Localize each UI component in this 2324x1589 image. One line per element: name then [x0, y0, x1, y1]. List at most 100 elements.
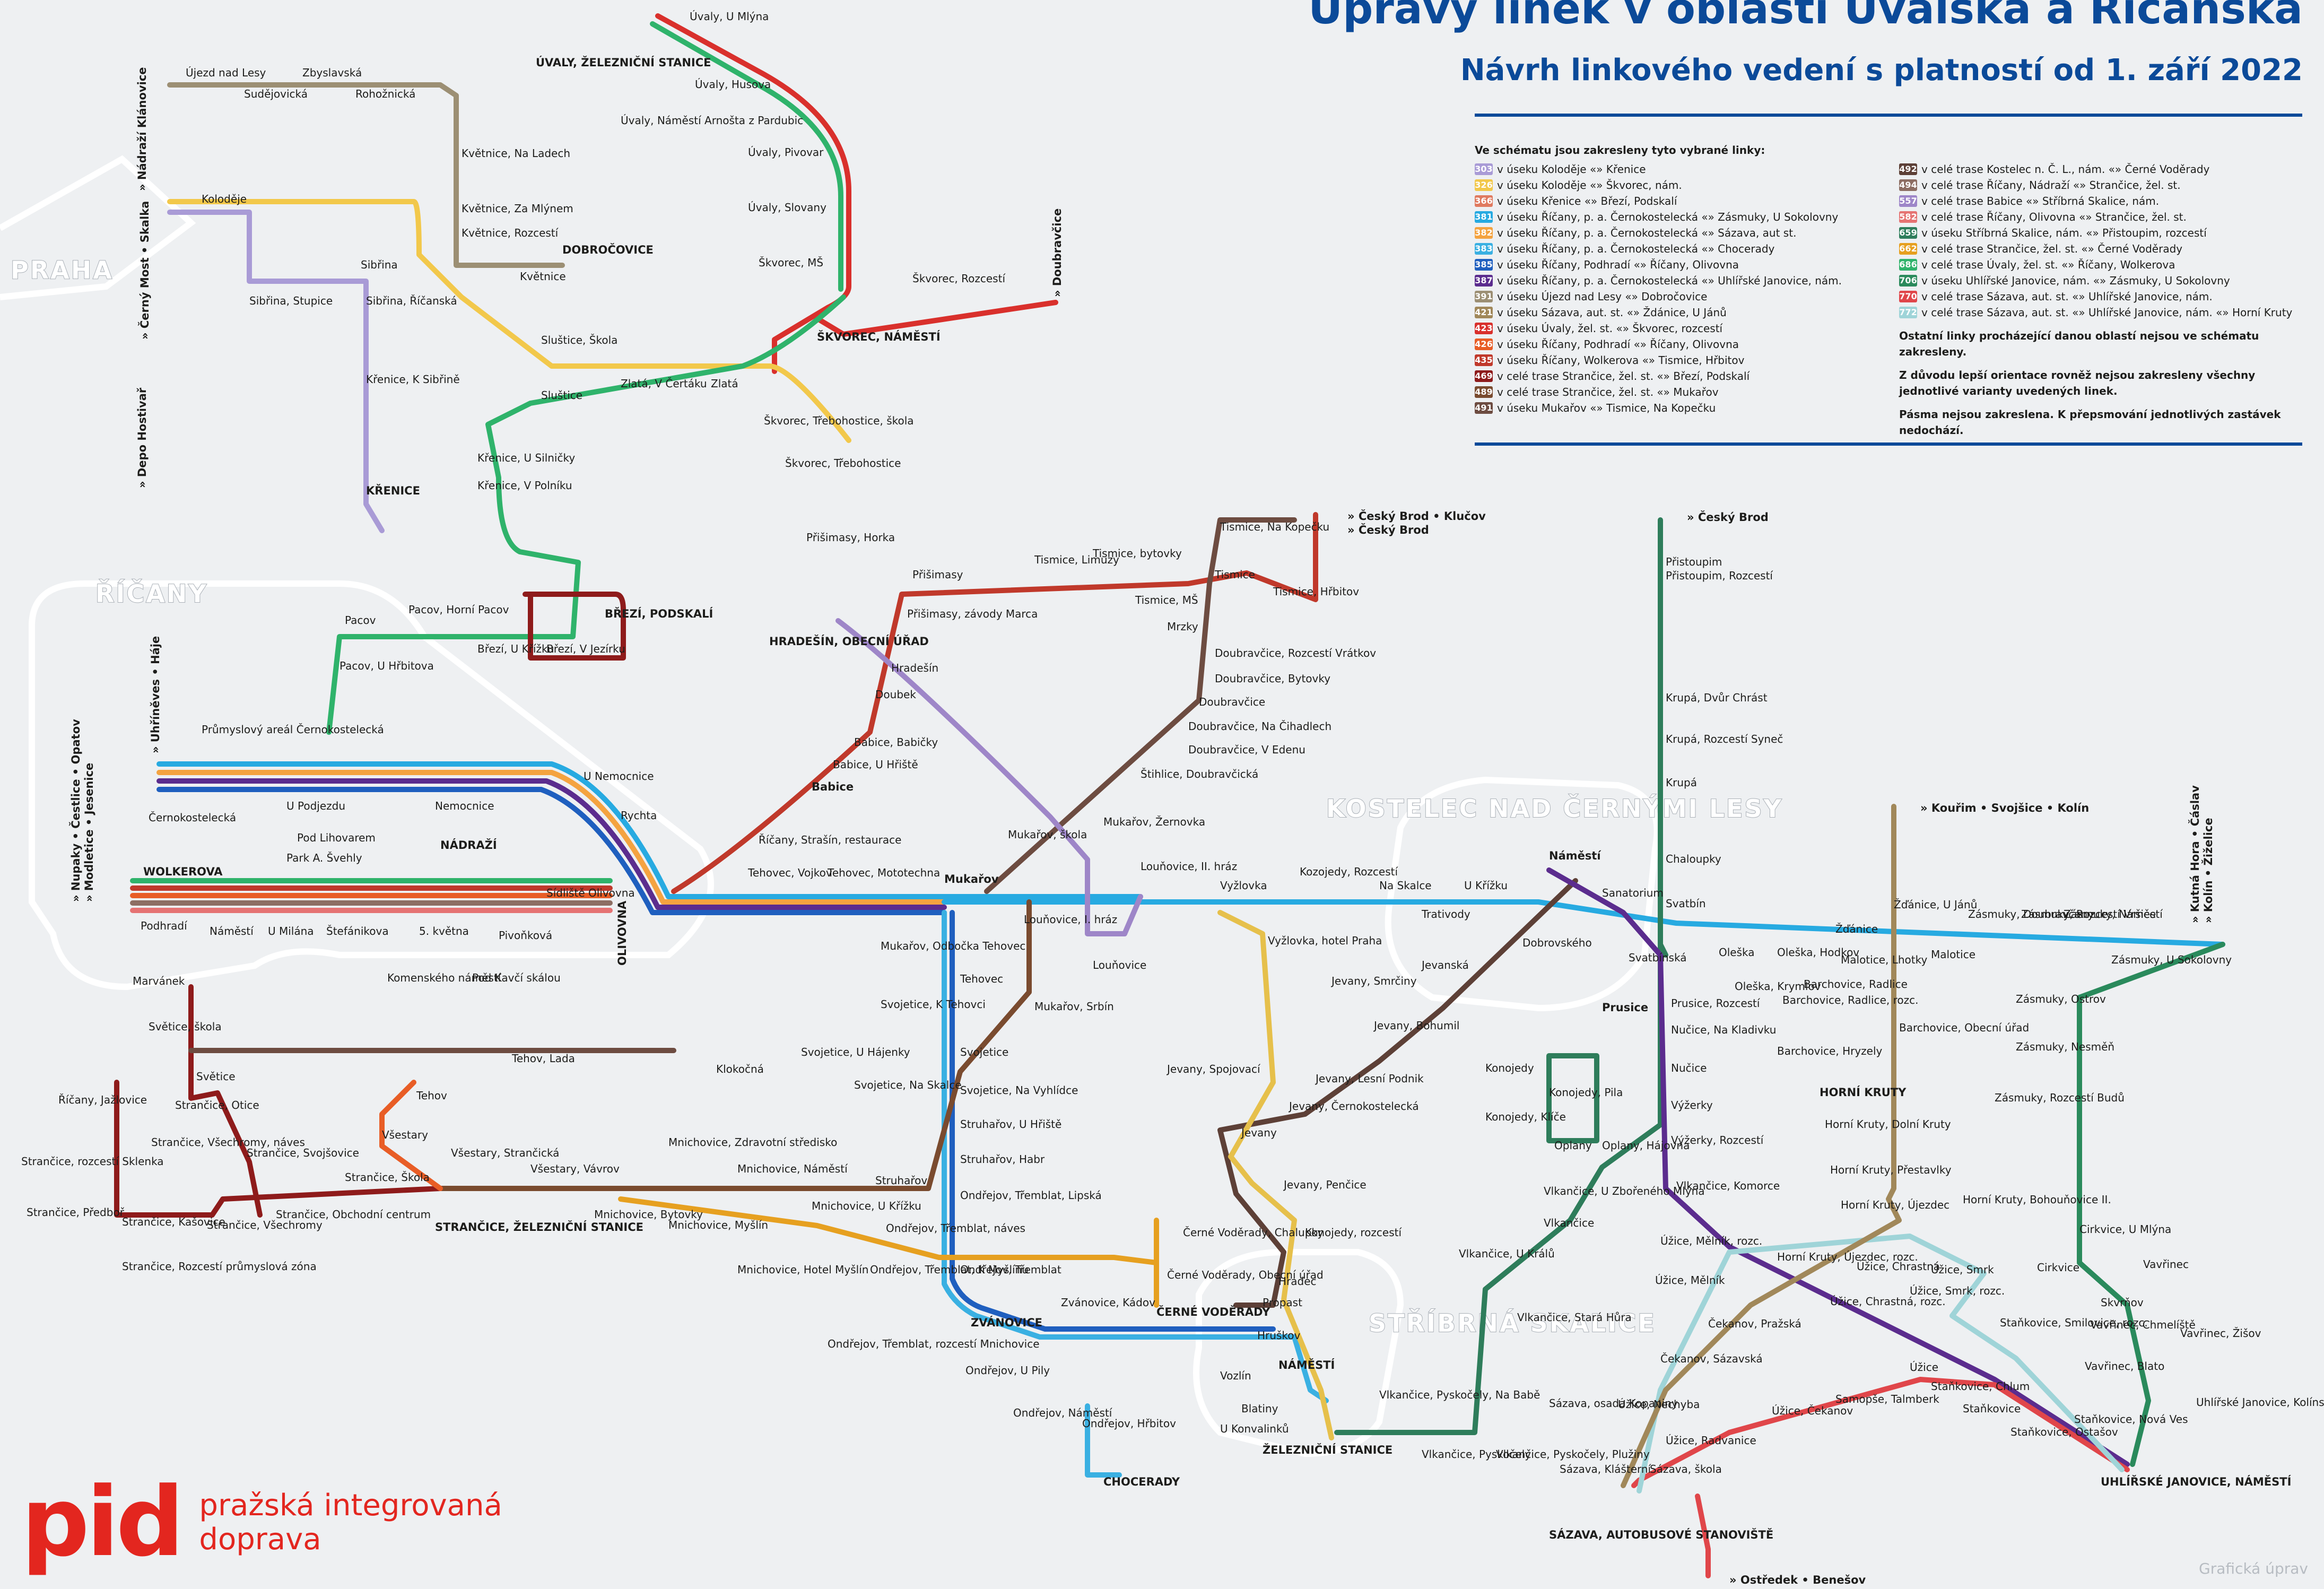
line-badge: 387 [1475, 275, 1493, 286]
route-686-uvaly [650, 21, 843, 292]
stop-label: Hruškov [1257, 1329, 1300, 1342]
stop-label: Strančice, Rozcestí průmyslová zóna [122, 1260, 317, 1273]
stop-label: Mrzky [1167, 620, 1198, 633]
stop-label: Sanatorium [1602, 887, 1664, 899]
stop-label: Tismice, bytovky [1092, 547, 1182, 560]
stop-label: Úžice, Smrk, rozc. [1910, 1284, 2005, 1297]
stop-label: Rohožnická [355, 88, 415, 100]
stop-label: Zásmuky, Rozcestí Budů [1995, 1091, 2125, 1104]
stop-label: Ondřejov, Třemblat, K Myšlínu [870, 1263, 1029, 1276]
stop-label: Žďánice, U Jánů [1894, 898, 1977, 911]
stop-label: Zásmuky, Doubravčany [1968, 908, 2094, 921]
line-badge: 772 [1899, 307, 1917, 318]
stop-label: Barchovice, Radlice [1804, 978, 1908, 991]
stop-label: Ondřejov, Hřbitov [1082, 1417, 1176, 1430]
stop-label: Doubek [875, 688, 916, 701]
stop-label: Jevany, Smrčiny [1330, 975, 1417, 987]
stop-label: Oleška, Krymlov [1735, 980, 1821, 993]
stop-label: Konojedy [1485, 1062, 1534, 1074]
stop-label: Mnichovice, Zdravotní středisko [668, 1136, 837, 1149]
stop-label: Přistoupim, Rozcestí [1666, 569, 1773, 582]
stop-label: Jevany, Černokostelecká [1288, 1100, 1419, 1113]
stop-label: Ondřejov, Třemblat, rozcestí Mnichovice [828, 1338, 1040, 1350]
stop-label: ŠKVOREC, NÁMĚSTÍ [817, 330, 941, 343]
stop-label: Mnichovice, Náměstí [737, 1162, 848, 1175]
stop-label: Strančice, Obchodní centrum [276, 1208, 431, 1221]
stop-label: Hradešín [891, 662, 938, 674]
stop-label: Výžerky [1671, 1099, 1713, 1112]
stop-label: Louňovice, II. hráz [1141, 860, 1237, 873]
stop-label: Žďánice [1835, 923, 1878, 935]
stop-label: Vlkančice, Stará Hůra [1517, 1311, 1632, 1324]
header-divider [1475, 114, 2302, 117]
pid-logo: pid pražská integrovaná doprava [21, 1475, 502, 1570]
stop-label: Krupá [1666, 776, 1697, 789]
stop-label: Škvorec, MŠ [759, 256, 823, 269]
stop-label: Malotice, Lhotky [1841, 953, 1927, 966]
legend-item-text: v úseku Stříbrná Skalice, nám. «» Přisto… [1921, 227, 2207, 239]
stop-label: Zásmuky, Nesměň [2016, 1040, 2114, 1053]
stop-label: Úvaly, Husova [695, 78, 771, 91]
route-385-main [156, 787, 947, 915]
stop-label: Tehovec, Vojkov [747, 866, 832, 879]
stop-label: ÚVALY, ŽELEZNIČNÍ STANICE [536, 56, 711, 69]
stop-label: Sibřina, Stupice [249, 294, 333, 307]
stop-label: Tismice, Na Kopečku [1220, 520, 1329, 533]
stop-label: Vlkančice, Pyskočely, Plužiny [1496, 1448, 1650, 1461]
stop-label: Mnichovice, Hotel Myšlín [737, 1263, 868, 1276]
stop-label: Vavřinec, Chmelíště [2090, 1318, 2196, 1331]
stop-label: Svatbínská [1629, 951, 1686, 964]
legend-item-text: v úseku Koloděje «» Škvorec, nám. [1497, 179, 1682, 192]
legend-item-text: v úseku Mukařov «» Tismice, Na Kopečku [1497, 402, 1716, 414]
stop-label: Blatiny [1241, 1402, 1278, 1415]
stop-label: UHLÍŘSKÉ JANOVICE, NÁMĚSTÍ [2101, 1475, 2292, 1488]
stop-label: Květnice, Na Ladech [462, 147, 570, 160]
stop-label: NÁMĚSTÍ [1278, 1358, 1335, 1371]
legend-note: Ostatní linky procházející danou oblastí… [1899, 329, 2259, 358]
line-badge: 385 [1475, 259, 1493, 271]
route-382-main [156, 770, 1042, 905]
legend-item-text: v úseku Říčany, Podhradí «» Říčany, Oliv… [1497, 338, 1739, 351]
stop-label: Štihlice, Doubravčická [1141, 768, 1258, 780]
stop-label: Strančice, Předboř [27, 1206, 125, 1219]
stop-label: Říčany, Strašín, restaurace [759, 833, 901, 846]
zone-praha-outline [0, 155, 196, 300]
stop-label: Svojetice, K Tehovci [881, 998, 986, 1011]
zone-label-kostelec: KOSTELEC NAD ČERNÝMI LESY [1326, 794, 1783, 823]
line-badge: 435 [1475, 354, 1493, 366]
stop-label: Staňkovice, Chlum [1931, 1380, 2030, 1393]
route-659-south [1334, 942, 1663, 1435]
terminal-label: » Modletice • Jesenice [83, 763, 95, 902]
line-badge: 426 [1475, 338, 1493, 350]
stop-label: Nučice, Na Kladivku [1671, 1023, 1776, 1036]
stop-label: Sázava, osada Kopaniny [1549, 1397, 1678, 1410]
stop-label: Krupá, Rozcestí Syneč [1666, 733, 1783, 745]
line-badge: 489 [1475, 386, 1493, 398]
stop-label: Nemocnice [435, 800, 494, 812]
line-badge: 706 [1899, 275, 1917, 286]
stop-label: Mukařov, Žernovka [1103, 815, 1205, 828]
stop-label: Květnice, Za Mlýnem [462, 202, 573, 215]
legend: Ve schématu jsou zakresleny tyto vybrané… [1475, 142, 2302, 438]
stop-label: Světice [196, 1070, 236, 1083]
route-772 [1637, 1234, 2125, 1494]
route-426-tehov [379, 1080, 443, 1191]
stop-label: Rychta [621, 809, 657, 822]
legend-note: Pásma nejsou zakreslena. K přepsmování j… [1899, 408, 2281, 437]
legend-item-text: v úseku Říčany, p. a. Černokostelecká «»… [1497, 242, 1775, 255]
stop-label: Všestary [382, 1128, 428, 1141]
stop-label: Strančice, Otice [175, 1099, 259, 1112]
route-lines [114, 13, 2225, 1578]
stop-label: Propast [1263, 1296, 1302, 1309]
stop-label: Tismice, Hřbitov [1273, 585, 1359, 598]
stop-label: Mukařov, škola [1008, 828, 1087, 841]
stop-label: Horní Kruty, Dolní Kruty [1825, 1118, 1951, 1131]
stop-label: Přišimasy, závody Marca [907, 607, 1038, 620]
legend-heading: Ve schématu jsou zakresleny tyto vybrané… [1475, 144, 1765, 157]
